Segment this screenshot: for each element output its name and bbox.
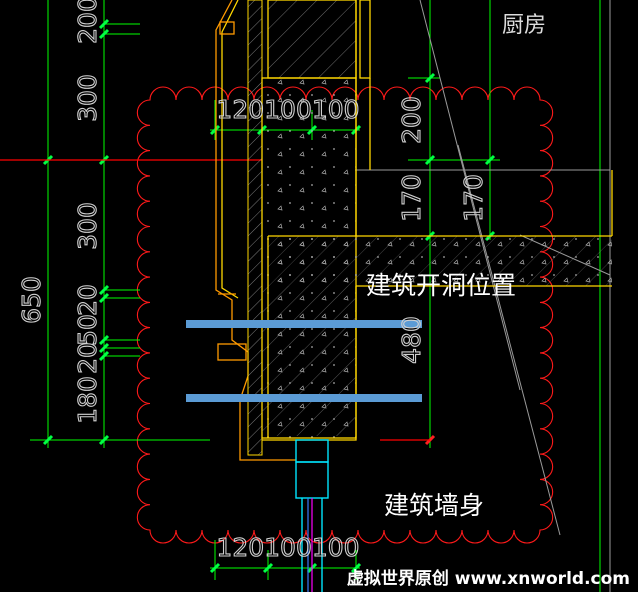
dim-left-20a: 20 <box>73 284 102 316</box>
label-opening: 建筑开洞位置 <box>366 271 516 300</box>
wall-profile <box>215 0 296 461</box>
opening-marker-bottom <box>186 394 422 402</box>
dim-left-200: 200 <box>73 0 102 44</box>
dim-left-180: 180 <box>73 376 102 424</box>
dim-bottom-run: 120100100 <box>216 533 359 562</box>
dimension-texts: 650 200 300 300 20 50 20 180 200 170 170… <box>16 0 488 563</box>
dim-right-170: 170 <box>459 174 488 222</box>
dim-mid-170: 170 <box>397 174 426 222</box>
dim-left-20b: 20 <box>73 342 102 374</box>
dim-650: 650 <box>17 276 46 324</box>
dim-left-300a: 300 <box>73 74 102 122</box>
dim-480: 480 <box>397 316 426 364</box>
opening-marker-top <box>186 320 422 328</box>
dim-left-300b: 300 <box>73 202 102 250</box>
right-walls <box>359 0 613 236</box>
upper-wall <box>267 0 357 79</box>
grey-lines <box>355 0 611 592</box>
dim-top-run: 120100100 <box>216 95 359 124</box>
watermark: 虚拟世界原创 www.xnworld.com <box>347 568 630 589</box>
label-wall: 建筑墙身 <box>384 491 484 520</box>
dim-left-50: 50 <box>73 314 102 346</box>
dim-mid-200: 200 <box>397 96 426 144</box>
label-kitchen: 厨房 <box>502 13 546 38</box>
red-lines <box>0 159 430 441</box>
concrete-column <box>261 0 612 441</box>
insulation-strip <box>247 0 263 456</box>
